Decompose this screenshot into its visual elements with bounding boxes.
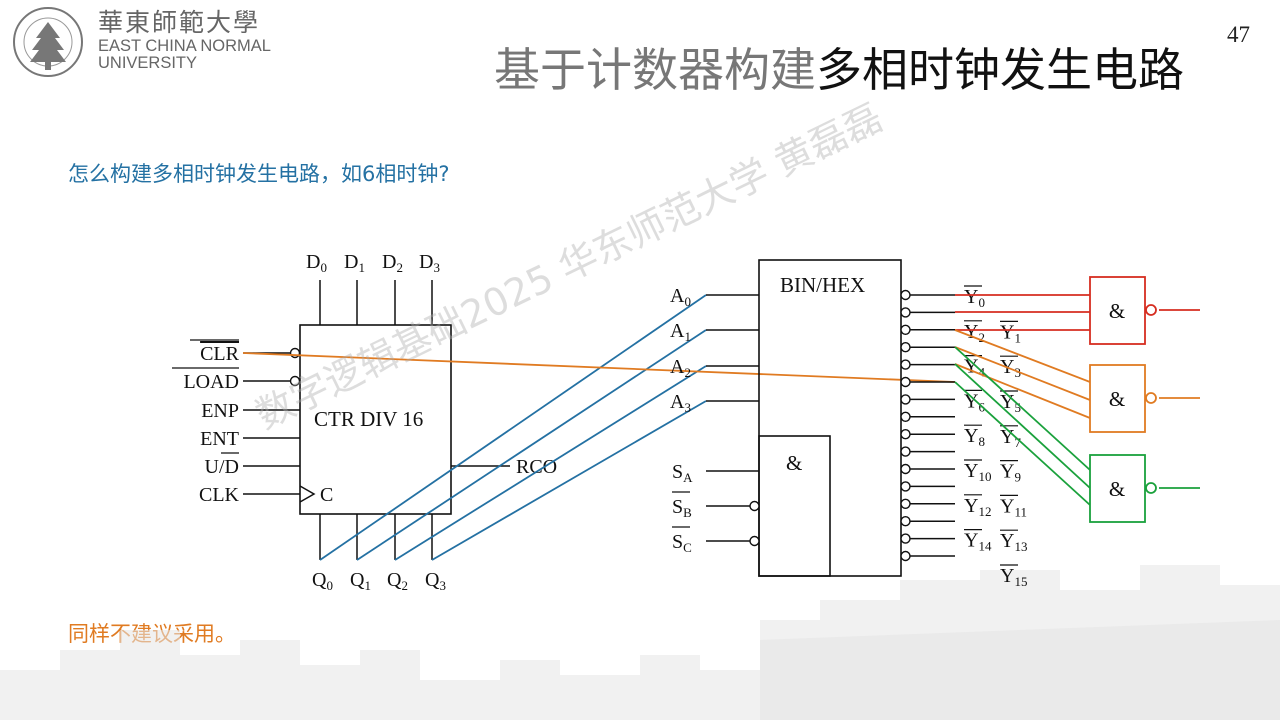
- nand-gate-1-label: &: [1109, 299, 1125, 323]
- sb-inversion-bubble: [749, 500, 760, 512]
- input-clk: CLK: [199, 484, 240, 506]
- counter-d1: D1: [344, 251, 365, 275]
- page-number: 47: [1227, 22, 1250, 47]
- decoder-output-bubble: [900, 533, 911, 544]
- decoder-output-bubble: [900, 289, 911, 301]
- nand-gate-2: [1089, 364, 1146, 433]
- decoder-output-y8: Y8: [964, 425, 985, 449]
- logo-chinese-name: 華東師範大學: [98, 8, 261, 37]
- counter-data-input-lines: [319, 280, 433, 325]
- decoder-sc: SC: [672, 531, 692, 555]
- green-wires: [954, 346, 1200, 506]
- input-ent: ENT: [200, 428, 239, 450]
- decoder-output-bubble: [900, 394, 911, 405]
- decoder-a2: A2: [670, 356, 691, 380]
- decoder-output-bubble: [900, 376, 911, 388]
- q-to-a-wires: [319, 294, 707, 561]
- decoder-output-bubble: [900, 463, 911, 475]
- load-inversion-bubble: [289, 375, 301, 387]
- nand-gate-3: [1089, 454, 1146, 523]
- title-part-1: 基于计数器构建: [494, 43, 816, 97]
- decoder-label: BIN/HEX: [780, 273, 865, 297]
- counter-clock-label: C: [320, 484, 333, 506]
- decoder-output-bubble: [900, 342, 911, 353]
- decoder-output-bubble: [900, 550, 911, 562]
- input-clr: CLR: [200, 343, 240, 365]
- nand-gate-2-label: &: [1109, 387, 1125, 411]
- decoder-output-y14: Y14: [964, 530, 992, 554]
- counter-rco: RCO: [516, 456, 557, 478]
- nand-gate-1: [1089, 276, 1146, 345]
- decoder-output-y0: Y0: [964, 286, 985, 310]
- slide-title: 基于计数器构建多相时钟发生电路: [494, 40, 1184, 100]
- decoder-output-bubble: [900, 446, 911, 457]
- decoder-sa: SA: [672, 461, 693, 485]
- clock-triangle-icon: [299, 485, 316, 503]
- university-logo-text: 華東師範大學 EAST CHINA NORMAL UNIVERSITY: [98, 8, 271, 72]
- decoder-output-bubble: [900, 359, 911, 370]
- sc-inversion-bubble: [749, 535, 760, 547]
- counter-q3: Q3: [425, 569, 446, 593]
- nand-gate-3-bubble: [1145, 482, 1157, 494]
- counter-q1: Q1: [350, 569, 371, 593]
- counter-d0: D0: [306, 251, 327, 275]
- decoder-select-lines: [706, 470, 759, 542]
- decoder-sb: SB: [672, 496, 692, 520]
- decoder-and-label: &: [786, 451, 802, 475]
- input-up-down: U/D: [205, 456, 239, 478]
- decoder-output-y10: Y10: [964, 460, 991, 484]
- decoder-output-bubble: [900, 516, 911, 527]
- title-part-2: 多相时钟发生电路: [816, 43, 1184, 97]
- y4-to-clr-feedback-wire: [242, 352, 956, 383]
- decoder-output-bubble: [900, 429, 911, 440]
- decoder-output-y7: Y7: [1000, 426, 1021, 450]
- decoder-a1: A1: [670, 320, 691, 344]
- decoder-output-bubble: [900, 481, 911, 492]
- decoder-output-y1: Y1: [1000, 321, 1021, 345]
- logo-english-line1: EAST CHINA NORMAL: [98, 37, 271, 55]
- clr-inversion-bubble: [289, 347, 301, 359]
- counter-label: CTR DIV 16: [314, 407, 423, 431]
- red-wires: [955, 294, 1200, 331]
- decoder-address-lines: [706, 294, 759, 402]
- input-load: LOAD: [183, 371, 239, 393]
- decoder-output-bubble: [900, 498, 911, 509]
- nand-gate-3-label: &: [1109, 477, 1125, 501]
- decoder-a3: A3: [670, 391, 691, 415]
- decoder-output-y9: Y9: [1000, 461, 1021, 485]
- orange-wires: [954, 329, 1200, 419]
- counter-q2: Q2: [387, 569, 408, 593]
- counter-control-lines: [243, 352, 300, 495]
- decoder-output-y13: Y13: [1000, 530, 1027, 554]
- counter-q0: Q0: [312, 569, 333, 593]
- university-logo-seal: [13, 7, 83, 77]
- counter-d3: D3: [419, 251, 440, 275]
- nand-gate-2-bubble: [1145, 392, 1157, 404]
- input-enp: ENP: [201, 400, 239, 422]
- decoder-output-y5: Y5: [1000, 391, 1021, 415]
- decoder-output-bubble: [900, 324, 911, 335]
- decoder-output-y11: Y11: [1000, 495, 1027, 519]
- decoder-output-y12: Y12: [964, 495, 991, 519]
- decoder-output-y15: Y15: [1000, 565, 1027, 589]
- decoder-a0: A0: [670, 285, 691, 309]
- background-campus-skyline: [0, 565, 1280, 720]
- decoder-output-bubble: [900, 411, 911, 422]
- decoder-output-bubble: [900, 307, 911, 318]
- logo-english-line2: UNIVERSITY: [98, 54, 198, 72]
- question-text: 怎么构建多相时钟发生电路，如6相时钟?: [68, 162, 450, 186]
- counter-d2: D2: [382, 251, 403, 275]
- nand-gate-1-bubble: [1145, 304, 1157, 316]
